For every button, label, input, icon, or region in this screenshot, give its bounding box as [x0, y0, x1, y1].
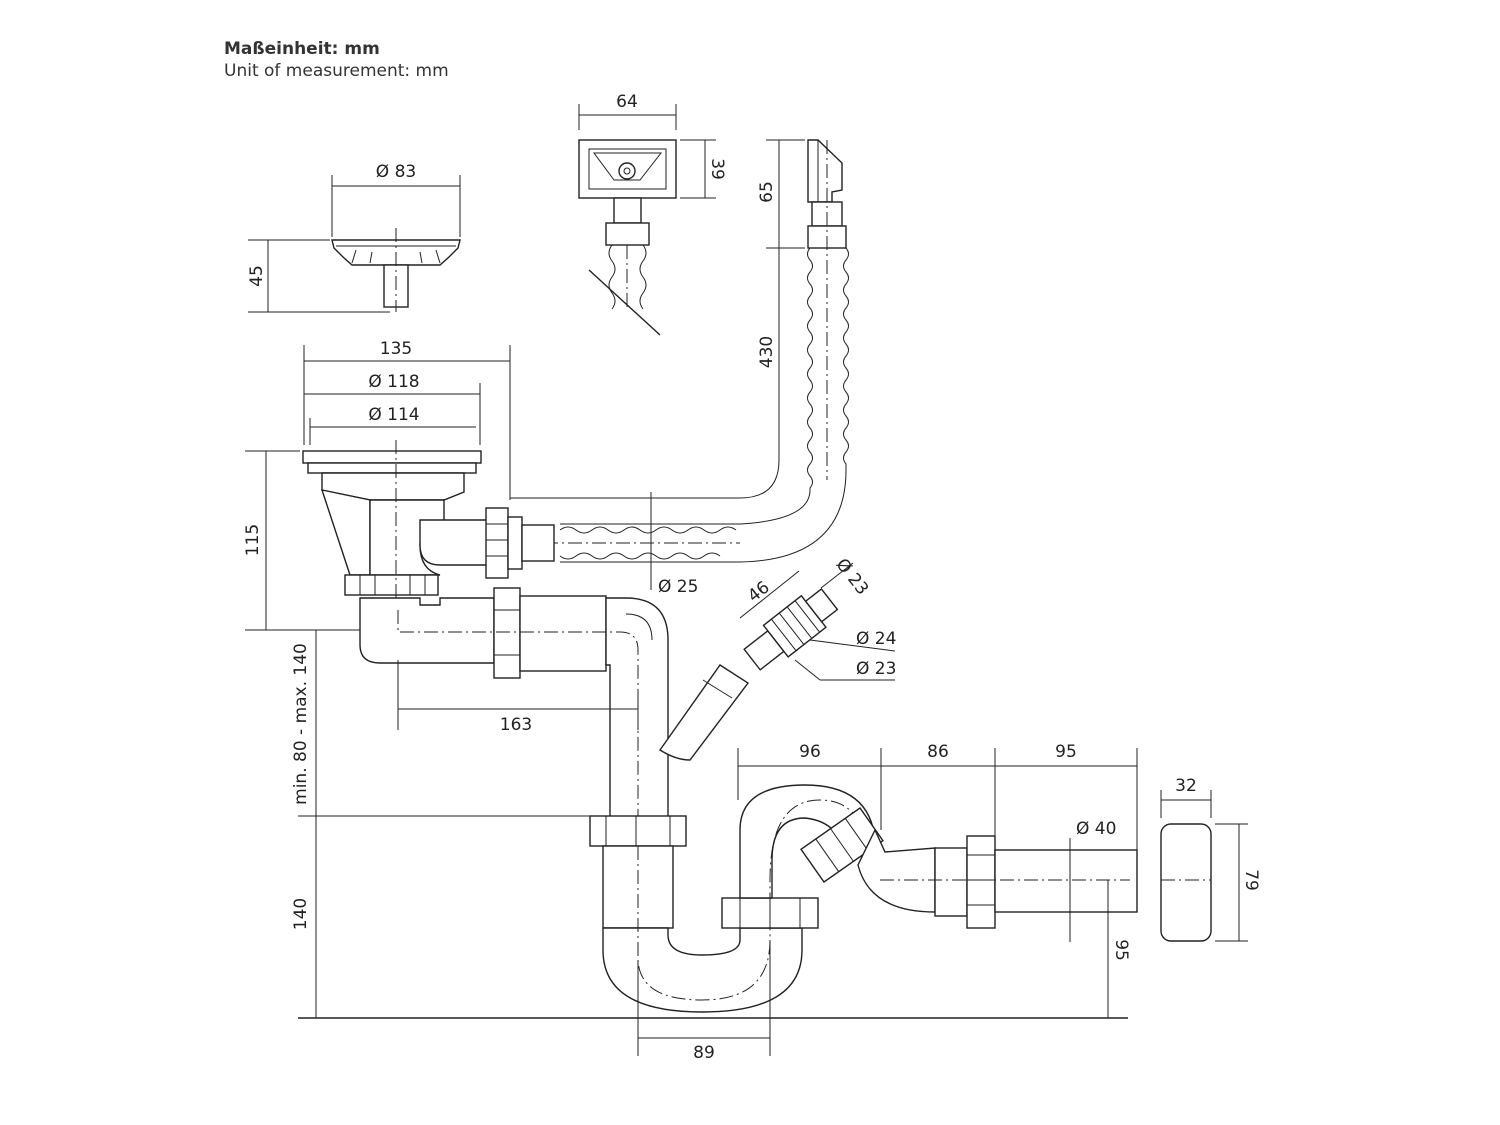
strainer-diameter-label: Ø 83 [376, 162, 416, 182]
cap-height-label: 79 [1241, 869, 1261, 891]
trap-drawing: 140 89 96 86 95 Ø 40 95 [291, 742, 1138, 1063]
basket-outer-label: 135 [380, 339, 412, 359]
unit-header: Maßeinheit: mm Unit of measurement: mm [224, 38, 449, 82]
outlet-pipe-drawing: 163 min. 80 - max. 140 [291, 587, 750, 819]
outlet-height-label: 95 [1111, 939, 1131, 961]
basket-drawing: 135 Ø 118 Ø 114 115 [243, 339, 555, 631]
unit-label-en: Unit of measurement: mm [224, 61, 449, 81]
trap-height-label: 140 [291, 898, 311, 930]
overflow-head-height-label: 65 [757, 181, 777, 203]
basket-118-label: Ø 118 [368, 372, 419, 392]
overflow-width-label: 64 [616, 92, 638, 112]
cap-width-label: 32 [1175, 776, 1197, 796]
pipe-86-label: 86 [927, 742, 949, 762]
basket-114-label: Ø 114 [368, 405, 419, 425]
strainer-height-label: 45 [247, 265, 267, 287]
adapter-drawing [743, 587, 839, 671]
pipe-96-label: 96 [799, 742, 821, 762]
adapter-d23-top-label: Ø 23 [832, 555, 873, 599]
overflow-height-label: 39 [707, 158, 727, 180]
overflow-hose-drawing: 65 430 Ø 25 [510, 139, 849, 597]
basket-height-label: 115 [243, 524, 263, 556]
range-height-label: min. 80 - max. 140 [291, 643, 311, 805]
strainer-drawing: Ø 83 45 [247, 162, 461, 313]
end-cap-drawing: 32 79 [1160, 776, 1261, 942]
unit-label-de: Maßeinheit: mm [224, 39, 380, 59]
adapter-d24-label: Ø 24 [856, 629, 896, 649]
pipe-95-label: 95 [1055, 742, 1077, 762]
outlet-offset-label: 163 [500, 715, 532, 735]
adapter-length-label: 46 [744, 578, 773, 607]
pipe-diameter-label: Ø 40 [1076, 819, 1116, 839]
trap-width-label: 89 [693, 1043, 715, 1063]
hose-diameter-label: Ø 25 [658, 577, 698, 597]
overflow-head-drawing: 64 39 [578, 92, 727, 336]
hose-length-label: 430 [757, 336, 777, 368]
adapter-d23-bottom-label: Ø 23 [856, 659, 896, 679]
